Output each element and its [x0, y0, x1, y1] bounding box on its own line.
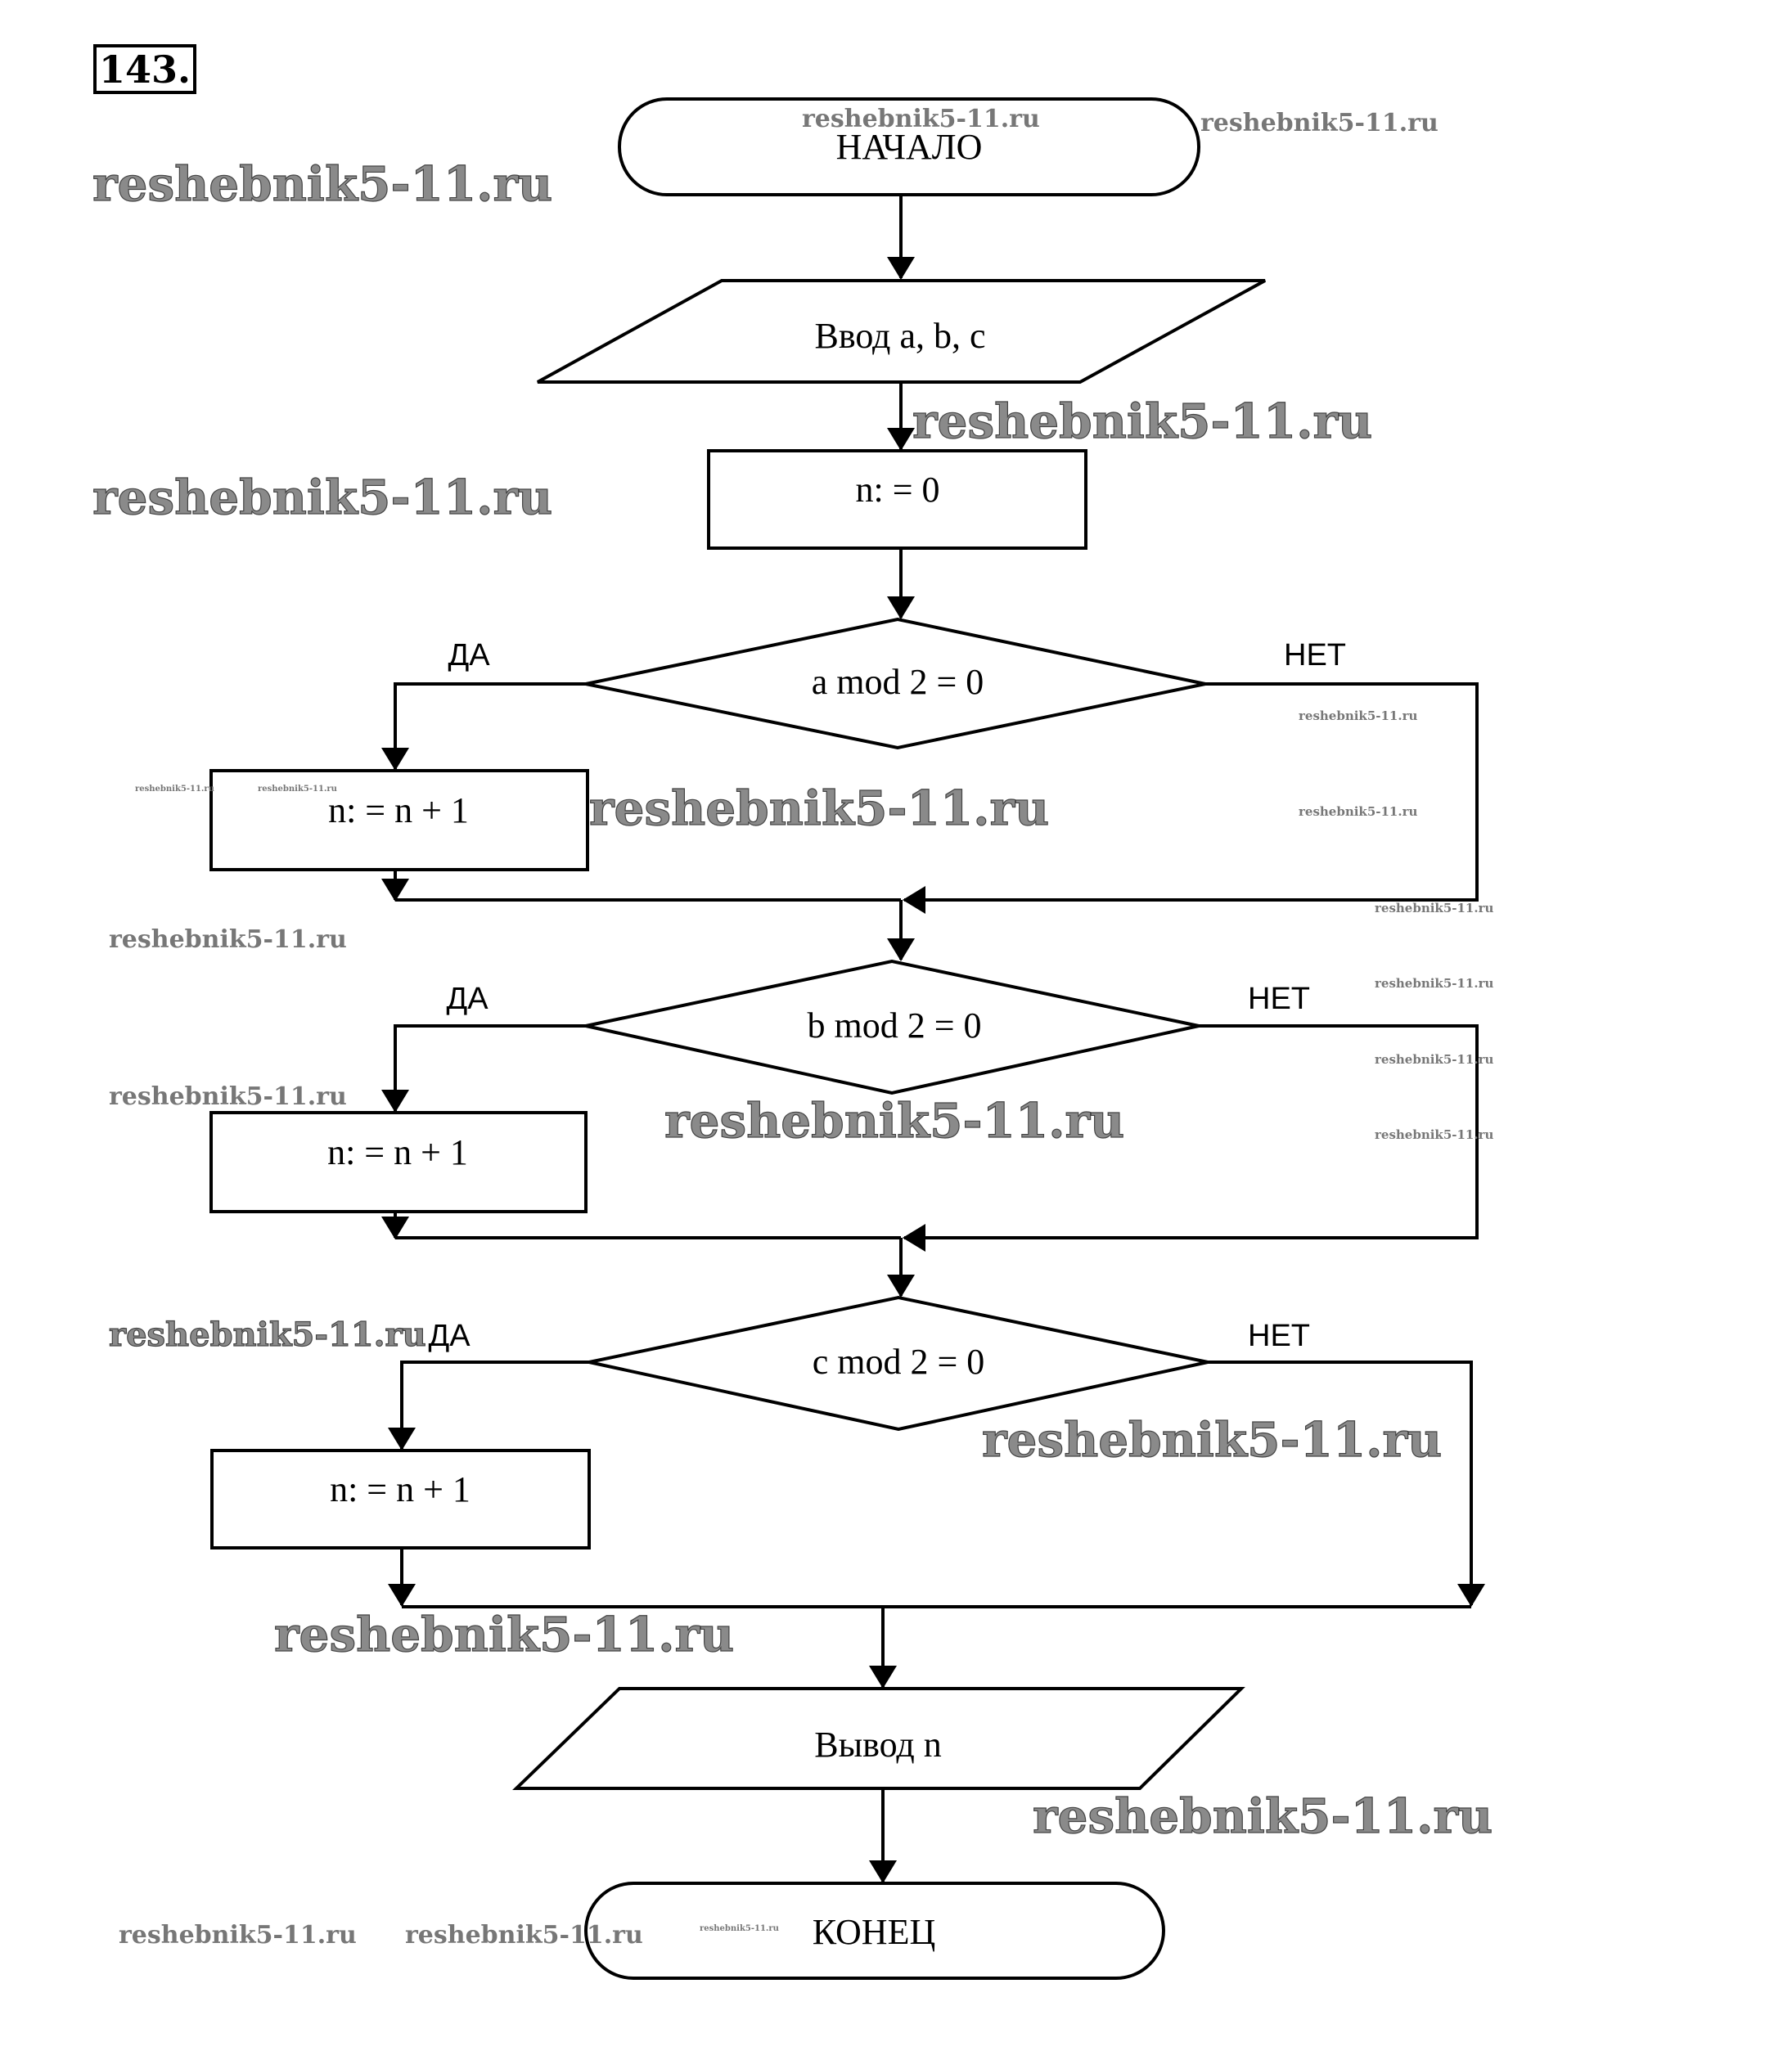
condition-a-no-label: НЕТ — [1284, 638, 1346, 672]
output-label: Вывод n — [814, 1725, 942, 1765]
watermark: reshebnik5-11.ru — [119, 1921, 357, 1950]
condition-c-block: c mod 2 = 0 — [588, 1295, 1209, 1432]
condition-a-block: a mod 2 = 0 — [585, 617, 1206, 750]
init-block: n: = 0 — [707, 449, 1087, 550]
end-terminal: КОНЕЦ — [584, 1882, 1165, 1980]
branch-a-no — [903, 682, 1479, 914]
action-c-label: n: = n + 1 — [330, 1469, 471, 1509]
watermark: reshebnik5-11.ru — [1200, 109, 1439, 137]
problem-number-box: 143. — [93, 44, 196, 94]
input-label: Ввод a, b, c — [815, 316, 986, 356]
condition-b-no-label: НЕТ — [1248, 982, 1310, 1016]
branch-b-yes — [381, 1024, 586, 1113]
output-block: Вывод n — [512, 1687, 1245, 1790]
watermark: reshebnik5-11.ru — [912, 394, 1372, 449]
branch-c-no — [1208, 1361, 1485, 1607]
branch-a-yes — [381, 682, 586, 771]
watermark: reshebnik5-11.ru — [1033, 1788, 1493, 1844]
watermark: reshebnik5-11.ru — [109, 1082, 347, 1111]
watermark: reshebnik5-11.ru — [258, 785, 337, 794]
condition-a-yes-label: ДА — [448, 638, 490, 672]
init-label: n: = 0 — [855, 470, 939, 510]
watermark: reshebnik5-11.ru — [589, 780, 1049, 836]
watermark: reshebnik5-11.ru — [664, 1093, 1124, 1149]
watermark: reshebnik5-11.ru — [109, 1316, 426, 1354]
watermark: reshebnik5-11.ru — [274, 1607, 734, 1662]
condition-c-no-label: НЕТ — [1248, 1319, 1310, 1353]
watermark: reshebnik5-11.ru — [92, 156, 552, 212]
start-terminal: НАЧАЛО — [618, 97, 1200, 196]
watermark: reshebnik5-11.ru — [982, 1412, 1442, 1468]
watermark: reshebnik5-11.ru — [700, 1924, 779, 1933]
end-label: КОНЕЦ — [813, 1912, 935, 1952]
action-a-label: n: = n + 1 — [328, 790, 469, 830]
watermark: reshebnik5-11.ru — [1375, 976, 1493, 991]
condition-b-yes-label: ДА — [446, 982, 489, 1016]
watermark: reshebnik5-11.ru — [1299, 708, 1417, 723]
branch-b-no — [903, 1024, 1479, 1252]
watermark: reshebnik5-11.ru — [1299, 804, 1417, 819]
watermark: reshebnik5-11.ru — [109, 925, 347, 954]
watermark: reshebnik5-11.ru — [92, 470, 552, 525]
watermark: reshebnik5-11.ru — [135, 785, 214, 794]
branch-c-yes — [388, 1361, 589, 1451]
action-c-block: n: = n + 1 — [210, 1449, 591, 1549]
condition-b-block: b mod 2 = 0 — [585, 959, 1200, 1095]
input-block: Ввод a, b, c — [537, 279, 1266, 384]
watermark: reshebnik5-11.ru — [405, 1921, 643, 1950]
watermarks: reshebnik5-11.ru reshebnik5-11.ru resheb… — [92, 105, 1493, 1950]
condition-c-yes-label: ДА — [428, 1319, 471, 1353]
start-label: НАЧАЛО — [836, 127, 983, 167]
condition-c-label: c mod 2 = 0 — [813, 1342, 985, 1382]
action-b-block: n: = n + 1 — [209, 1111, 588, 1213]
condition-b-label: b mod 2 = 0 — [807, 1005, 981, 1046]
action-b-label: n: = n + 1 — [327, 1132, 468, 1172]
watermark: reshebnik5-11.ru — [1375, 1052, 1493, 1067]
condition-a-label: a mod 2 = 0 — [812, 662, 984, 702]
watermark: reshebnik5-11.ru — [802, 105, 1040, 133]
watermark: reshebnik5-11.ru — [1375, 1127, 1493, 1142]
action-a-block: n: = n + 1 — [209, 769, 589, 871]
watermark: reshebnik5-11.ru — [1375, 901, 1493, 915]
problem-number: 143. — [99, 47, 191, 92]
